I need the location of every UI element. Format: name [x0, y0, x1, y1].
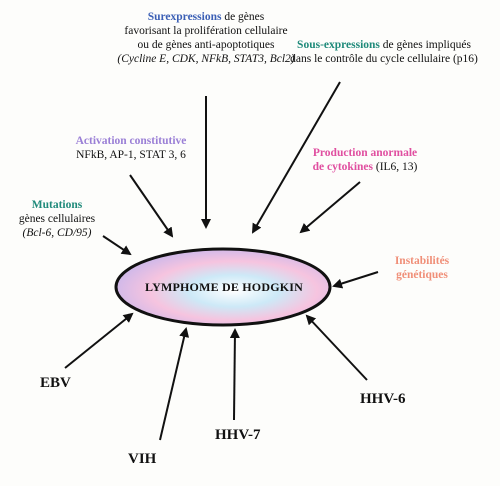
arrow-vih: [159, 327, 190, 441]
activation-keyword: Activation constitutive: [75, 135, 187, 147]
activation-line2: NFkB, AP-1, STAT 3, 6: [76, 149, 186, 161]
central-ellipse: [114, 247, 332, 327]
sous-expressions-keyword: Sous-expressions: [297, 39, 380, 51]
surexpressions-line1: de gènes: [221, 11, 265, 23]
label-production: Production anormale de cytokines (IL6, 1…: [290, 146, 440, 174]
sous-expressions-line2: dans le contrôle du cycle cellulaire (p1…: [290, 53, 478, 65]
mutations-line2: gènes cellulaires: [18, 213, 96, 225]
label-mutations: Mutations gènes cellulaires (Bcl-6, CD/9…: [2, 198, 112, 240]
label-activation: Activation constitutive NFkB, AP-1, STAT…: [46, 134, 216, 162]
arrow-ebv: [64, 312, 134, 369]
label-surexpressions: Surexpressions de gènes favorisant la pr…: [30, 10, 382, 66]
production-line2: (IL6, 13): [372, 161, 418, 173]
arrow-mutations: [102, 235, 132, 256]
arrow-hhv6: [305, 314, 368, 381]
label-sous-expressions: Sous-expressions de gènes impliqués dans…: [268, 38, 500, 66]
surexpressions-line4: (Cycline E, CDK, NFkB, STAT3, Bcl2): [117, 53, 295, 65]
arrow-hhv7: [229, 328, 240, 421]
production-keyword1: Production anormale: [312, 147, 418, 159]
instabilites-line2: génétiques: [396, 269, 448, 281]
mutations-keyword: Mutations: [31, 199, 83, 211]
mutations-line3: (Bcl-6, CD/95): [22, 227, 92, 239]
surexpressions-line2: favorisant la prolifération cellulaire: [124, 25, 288, 37]
virus-hhv7: HHV-7: [215, 427, 261, 443]
arrow-activation: [129, 174, 174, 238]
arrow-production: [299, 181, 361, 234]
arrow-instabilites: [332, 271, 379, 289]
arrow-sous-expressions: [251, 81, 341, 234]
virus-vih: VIH: [128, 451, 157, 467]
center-label: LYMPHOME DE HODGKIN: [144, 280, 304, 294]
virus-ebv: EBV: [40, 375, 71, 391]
instabilites-line1: Instabilités: [394, 255, 450, 267]
label-instabilites: Instabilités génétiques: [372, 254, 472, 282]
surexpressions-line3: ou de gènes anti-apoptotiques: [137, 39, 275, 51]
surexpressions-keyword: Surexpressions: [147, 11, 222, 23]
production-keyword2: de cytokines: [312, 161, 373, 173]
sous-expressions-line1: de gènes impliqués: [379, 39, 471, 51]
virus-hhv6: HHV-6: [360, 391, 406, 407]
